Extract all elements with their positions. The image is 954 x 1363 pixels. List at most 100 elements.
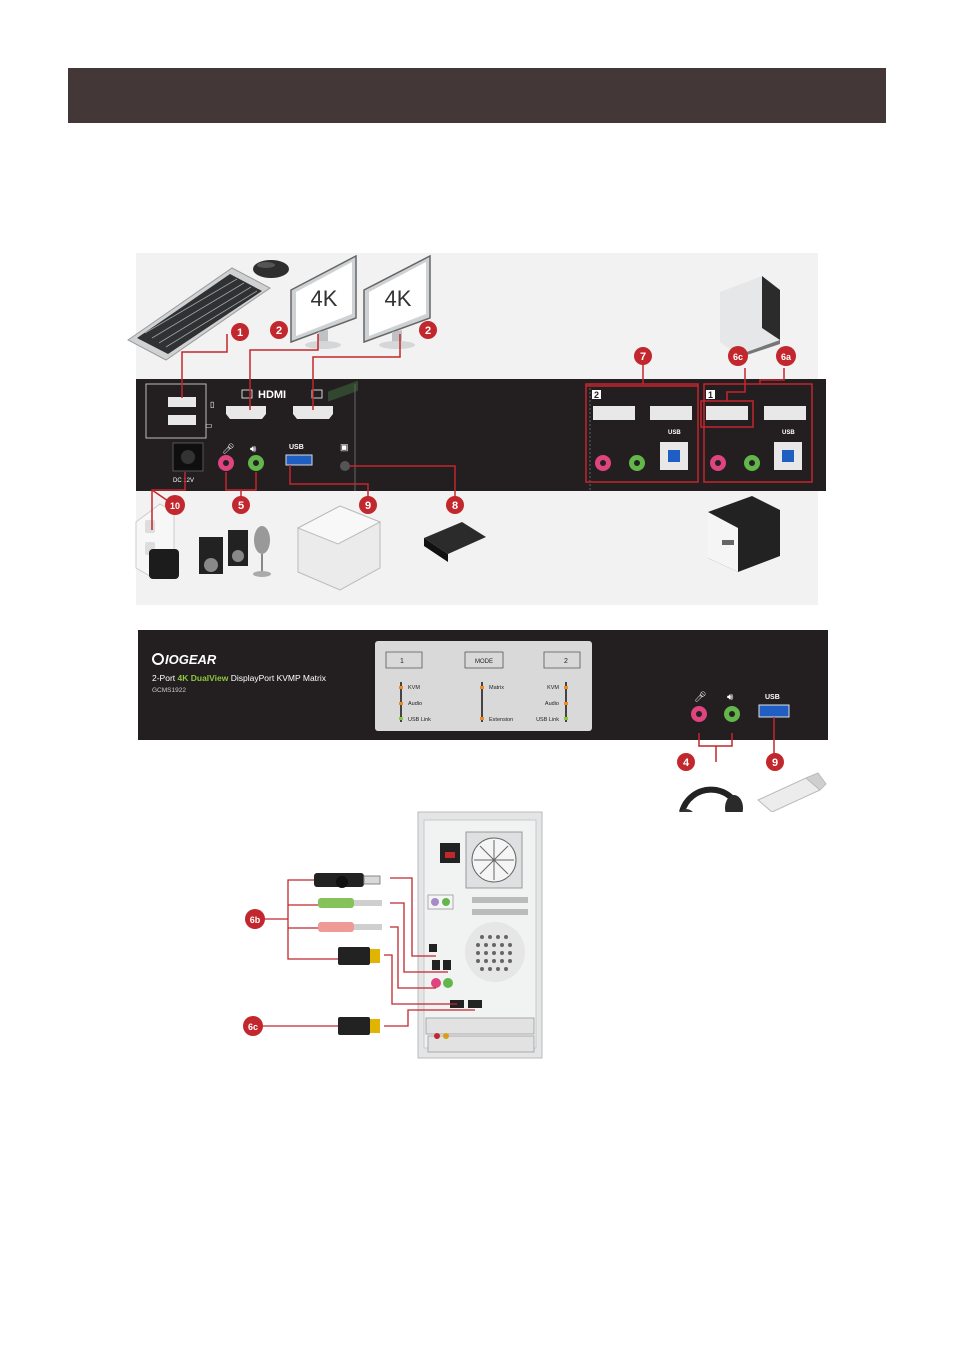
svg-text:2: 2	[425, 325, 431, 337]
usb3-port-front	[758, 704, 790, 718]
pc1-group-frame	[703, 383, 813, 483]
led-column-left: KVM Audio USB Link	[399, 682, 431, 723]
button-1[interactable]	[385, 651, 423, 669]
svg-text:6c: 6c	[248, 1022, 258, 1032]
mouse-icon: ▯	[210, 400, 214, 409]
svg-text:USB Link: USB Link	[408, 717, 431, 723]
pc-dp-port-2	[468, 1000, 482, 1008]
svg-text:2: 2	[276, 325, 282, 337]
callout-2a: 2	[270, 321, 288, 339]
svg-text:KVM: KVM	[547, 685, 559, 691]
callout-2b: 2	[419, 321, 437, 339]
callout-6c-bottom: 6c	[243, 1016, 263, 1036]
led-column-mid: Matrix Extension	[480, 682, 513, 723]
usb-label-front: USB	[765, 694, 780, 701]
case-vent-grill	[465, 922, 525, 982]
hdmi-logo: HDMI	[258, 389, 286, 401]
callout-9-top: 9	[359, 496, 377, 514]
svg-text:4: 4	[683, 757, 690, 769]
callout-5: 5	[232, 496, 250, 514]
top-connector-lines	[151, 334, 785, 530]
svg-text:6a: 6a	[781, 352, 792, 362]
callout-10: 10	[165, 495, 185, 515]
svg-text:4K: 4K	[311, 286, 338, 311]
pc2-dp-port-2	[650, 406, 692, 420]
svg-text:USB Link: USB Link	[536, 717, 559, 723]
power-label: DC 12V	[173, 478, 194, 484]
pc2-group-frame	[585, 385, 699, 483]
dp-cable-2	[338, 1017, 380, 1035]
pc-mic-jack	[431, 978, 441, 988]
svg-text:Audio: Audio	[408, 701, 422, 707]
usb-mouse-port	[168, 415, 196, 425]
callout-7: 7	[634, 347, 652, 365]
svg-text:6b: 6b	[250, 915, 261, 925]
speaker-icon-front: 🔊︎	[727, 692, 734, 703]
pc-usb-port-2	[432, 960, 440, 970]
pc2-label: 2	[594, 390, 599, 400]
keyboard-icon: ▭	[205, 421, 213, 430]
printer	[296, 380, 382, 591]
svg-text:7: 7	[640, 351, 646, 363]
pc-tower-bottom	[708, 496, 780, 572]
power-adapter	[149, 549, 179, 579]
usb-keyboard-port	[168, 397, 196, 407]
dp-cable-1	[338, 947, 380, 965]
pc1-label: 1	[708, 390, 713, 400]
speakers	[199, 530, 248, 574]
mic-icon-top: 🎤︎	[222, 443, 235, 455]
callout-4: 4	[677, 753, 695, 771]
microphone	[253, 526, 271, 577]
svg-text:9: 9	[772, 757, 778, 769]
header-bar	[68, 68, 886, 123]
callout-9-front: 9	[766, 753, 784, 771]
expansion-card-2	[427, 1035, 535, 1053]
speaker-icon-top: 🔊︎	[250, 444, 257, 455]
remote-port	[340, 461, 350, 471]
svg-text:1: 1	[237, 327, 243, 339]
model-number: GCMS1922	[152, 687, 186, 694]
svg-text:Audio: Audio	[545, 701, 559, 707]
pc-usb-port-1	[429, 944, 437, 952]
vent-slot-1	[472, 897, 528, 903]
psu-fan	[465, 831, 523, 889]
hdmi-port-1	[226, 406, 266, 419]
pc1-dp-port-2	[764, 406, 806, 420]
product-name: 2-Port 4K DualView DisplayPort KVMP Matr…	[152, 673, 327, 683]
pc-usb-port-3	[443, 960, 451, 970]
monitor-2: 4K	[363, 254, 431, 349]
mic-icon-front: 🎤︎	[694, 691, 707, 703]
led-column-right: KVM Audio USB Link	[536, 682, 568, 723]
pc-tower-top	[720, 276, 780, 358]
callout-6c-top: 6c	[728, 346, 748, 366]
monitor-1: 4K	[290, 254, 357, 349]
pc2-dp-port-1	[593, 406, 635, 420]
svg-text:10: 10	[170, 501, 180, 511]
button-2[interactable]	[543, 651, 581, 669]
svg-text:KVM: KVM	[408, 685, 420, 691]
keyboard	[127, 267, 271, 361]
mode-button[interactable]	[464, 651, 504, 669]
svg-text:1: 1	[400, 658, 404, 665]
usb3-port-top	[285, 454, 313, 466]
audio-cable-pink	[318, 922, 382, 932]
callout-6b: 6b	[245, 909, 265, 929]
front-connector-lines	[698, 717, 775, 762]
callout-1: 1	[231, 323, 249, 341]
vent-slot-2	[472, 909, 528, 915]
callout-8: 8	[446, 496, 464, 514]
remote-icon: ▣	[340, 442, 349, 452]
callout-6a: 6a	[776, 346, 796, 366]
expansion-card-1	[425, 1017, 535, 1035]
pc-audio-jack	[443, 978, 453, 988]
display-icon-1	[241, 389, 253, 399]
svg-text:2: 2	[564, 658, 568, 665]
pc2-usb-label: USB	[668, 430, 681, 436]
audio-cable-green	[318, 898, 382, 908]
console-usb-frame	[145, 383, 207, 439]
usb-label-top: USB	[289, 444, 304, 451]
iogear-logo: IOGEAR	[152, 652, 217, 667]
bottom-connector-lines	[262, 877, 475, 1027]
svg-text:Extension: Extension	[489, 717, 513, 723]
